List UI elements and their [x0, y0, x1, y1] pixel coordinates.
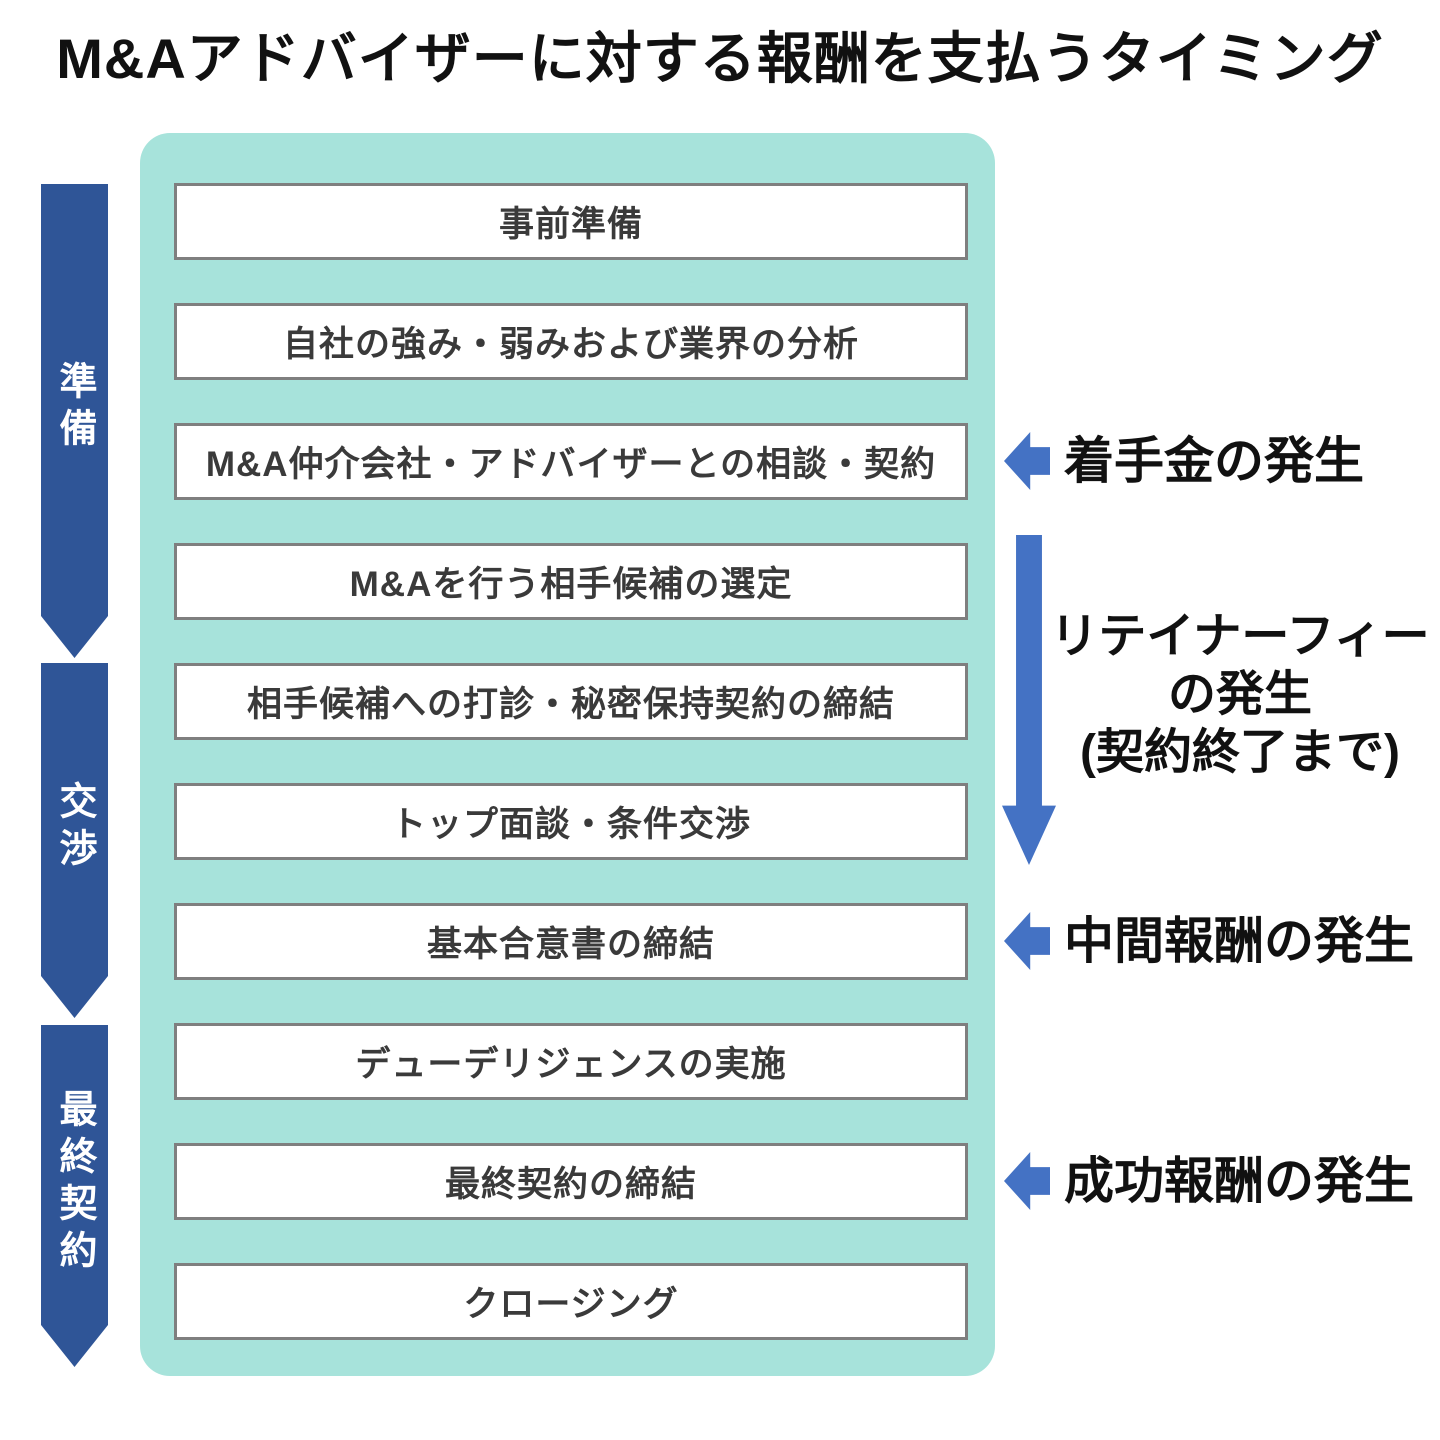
process-step-box: 相手候補への打診・秘密保持契約の締結	[174, 663, 968, 740]
process-step-box: デューデリジェンスの実施	[174, 1023, 968, 1100]
process-step-box: 自社の強み・弱みおよび業界の分析	[174, 303, 968, 380]
left-arrow-icon	[1004, 1152, 1050, 1210]
process-step-box: クロージング	[174, 1263, 968, 1340]
left-arrow-icon	[1004, 912, 1050, 970]
fee-label-retainer-line3: (契約終了まで)	[1080, 726, 1400, 779]
process-step-label: 自社の強み・弱みおよび業界の分析	[282, 325, 859, 364]
process-step-box: トップ面談・条件交渉	[174, 783, 968, 860]
fee-label-interim: 中間報酬の発生	[1064, 913, 1414, 969]
process-step-box: 基本合意書の締結	[174, 903, 968, 980]
stage-arrow-negotiation: 交渉	[41, 663, 108, 1018]
page-title: M&Aアドバイザーに対する報酬を支払うタイミング	[56, 27, 1384, 90]
fee-label-success: 成功報酬の発生	[1064, 1153, 1414, 1209]
left-arrow-icon	[1004, 432, 1050, 490]
process-step-label: トップ面談・条件交渉	[390, 805, 751, 844]
stage-arrow-final-contract: 最終契約	[41, 1025, 108, 1367]
fee-label-initial: 着手金の発生	[1064, 433, 1364, 489]
process-step-box: 最終契約の締結	[174, 1143, 968, 1220]
process-panel: 事前準備 自社の強み・弱みおよび業界の分析 M&A仲介会社・アドバイザーとの相談…	[140, 133, 995, 1376]
process-step-label: 事前準備	[498, 205, 643, 244]
process-step-label: M&A仲介会社・アドバイザーとの相談・契約	[205, 445, 937, 484]
process-step-label: 基本合意書の締結	[426, 925, 715, 964]
fee-label-retainer-line1: リテイナーフィー	[1050, 610, 1430, 663]
fee-label-retainer: リテイナーフィー の発生 (契約終了まで)	[1040, 608, 1440, 782]
fee-label-retainer-line2: の発生	[1167, 668, 1312, 721]
process-step-label: 最終契約の締結	[444, 1165, 697, 1204]
process-step-label: デューデリジェンスの実施	[355, 1045, 787, 1084]
process-step-label: クロージング	[463, 1285, 679, 1324]
stage-label-negotiation: 交渉	[53, 780, 95, 875]
process-step-label: 相手候補への打診・秘密保持契約の締結	[246, 685, 895, 724]
process-step-label: M&Aを行う相手候補の選定	[349, 565, 793, 604]
stage-label-preparation: 準備	[53, 361, 95, 455]
process-step-box: M&A仲介会社・アドバイザーとの相談・契約	[174, 423, 968, 500]
process-step-box: 事前準備	[174, 183, 968, 260]
stage-arrow-preparation: 準備	[41, 184, 108, 658]
stage-label-final-contract: 最終契約	[53, 1089, 95, 1277]
process-step-box: M&Aを行う相手候補の選定	[174, 543, 968, 620]
